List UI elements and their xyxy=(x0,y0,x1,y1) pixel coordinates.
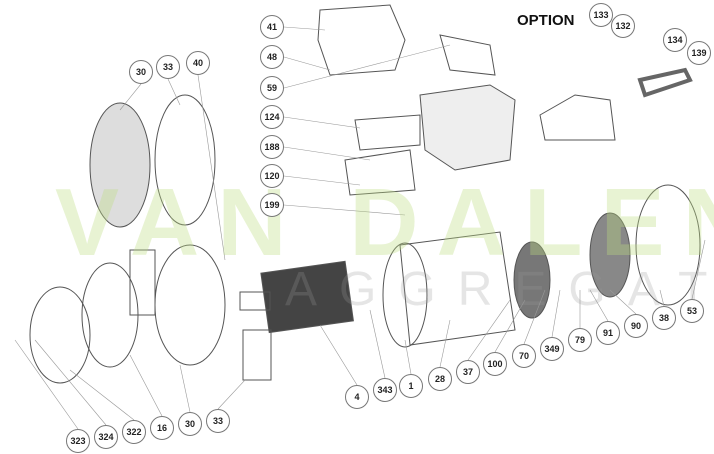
option-title: OPTION xyxy=(517,12,575,29)
part-label: 323 xyxy=(66,429,90,453)
part-label: 16 xyxy=(150,416,174,440)
part-label: 37 xyxy=(456,360,480,384)
part-label: 28 xyxy=(428,367,452,391)
rotor xyxy=(239,260,354,334)
part-label: 4 xyxy=(345,385,369,409)
part-label: 1 xyxy=(399,374,423,398)
part-label: 132 xyxy=(611,14,635,38)
part-label: 349 xyxy=(540,337,564,361)
part-label: 41 xyxy=(260,15,284,39)
terminal-box xyxy=(344,84,516,196)
watermark-brand: VAN DALEN xyxy=(55,169,714,276)
part-label: 324 xyxy=(94,425,118,449)
stator-housing xyxy=(382,231,516,348)
part-label: 90 xyxy=(624,314,648,338)
option-cover xyxy=(539,67,693,141)
part-label: 79 xyxy=(568,328,592,352)
part-label: 133 xyxy=(589,3,613,27)
part-label: 59 xyxy=(260,76,284,100)
part-label: 343 xyxy=(373,378,397,402)
part-label: 322 xyxy=(122,420,146,444)
part-label: 70 xyxy=(512,344,536,368)
fan-cover-left xyxy=(89,94,216,228)
part-label: 38 xyxy=(652,306,676,330)
part-label: 33 xyxy=(206,409,230,433)
part-label: 199 xyxy=(260,193,284,217)
part-label: 40 xyxy=(186,51,210,75)
fan-and-ring xyxy=(29,244,272,384)
part-label: 91 xyxy=(596,321,620,345)
part-label: 139 xyxy=(687,41,711,65)
part-label: 120 xyxy=(260,164,284,188)
part-label: 30 xyxy=(129,60,153,84)
part-label: 124 xyxy=(260,105,284,129)
part-label: 30 xyxy=(178,412,202,436)
end-shield-right xyxy=(513,184,701,319)
part-label: 134 xyxy=(663,28,687,52)
part-label: 53 xyxy=(680,299,704,323)
watermark-subtitle: AGGREGATEN xyxy=(285,263,714,316)
top-cover xyxy=(317,4,496,76)
part-label: 48 xyxy=(260,45,284,69)
part-label: 33 xyxy=(156,55,180,79)
part-label: 188 xyxy=(260,135,284,159)
leader-lines xyxy=(14,26,706,430)
part-label: 100 xyxy=(483,352,507,376)
